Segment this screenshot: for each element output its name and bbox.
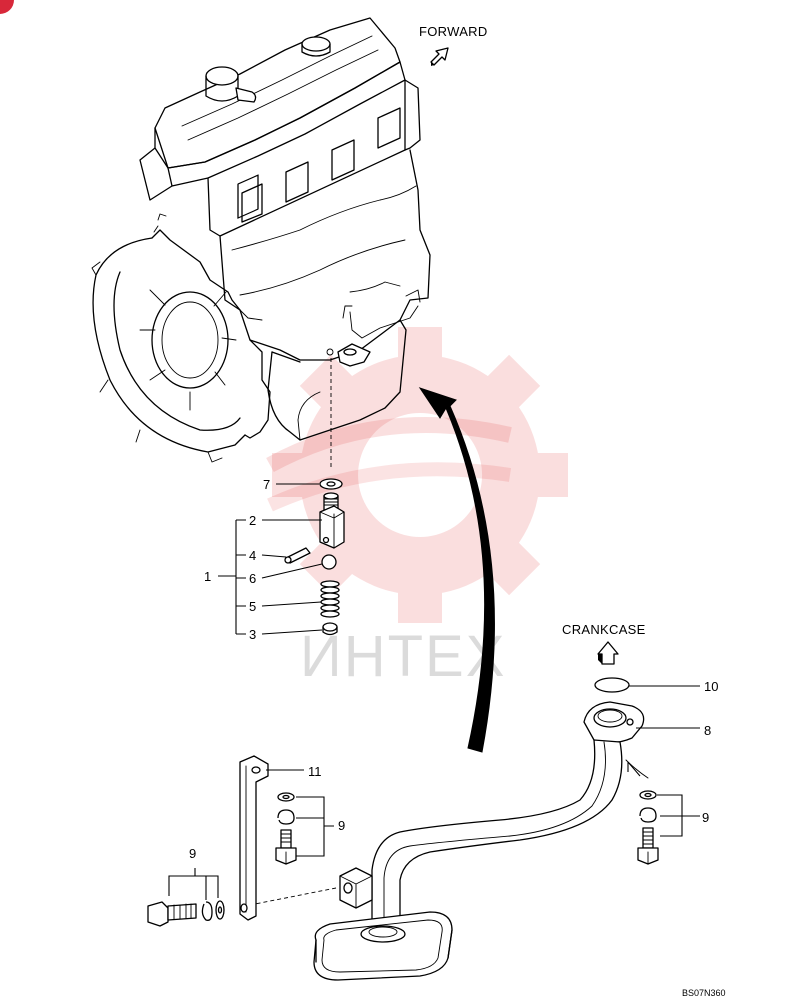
assembly-dash-line-lower <box>249 887 337 906</box>
callout-1: 1 <box>204 569 211 584</box>
crankcase-arrow-icon <box>597 641 619 665</box>
part-11-bracket <box>239 755 269 921</box>
callout-4: 4 <box>249 548 256 563</box>
callout-6: 6 <box>249 571 256 586</box>
engine-block <box>91 17 431 463</box>
right-washer-plain <box>639 790 657 800</box>
part-3-plug <box>322 622 338 636</box>
part-8-oil-strainer <box>313 701 645 981</box>
callout-8: 8 <box>704 723 711 738</box>
forward-label: FORWARD <box>419 24 488 39</box>
left-washer-spring <box>201 901 213 921</box>
part-7-gasket <box>319 478 343 490</box>
corner-mark <box>0 0 14 14</box>
callout-9-mid: 9 <box>338 818 345 833</box>
callout-3: 3 <box>249 627 256 642</box>
forward-arrow-icon <box>430 47 449 66</box>
left-bolt <box>147 901 197 927</box>
part-4-pin <box>284 547 311 564</box>
callout-9-left: 9 <box>189 846 196 861</box>
install-direction-arrow <box>418 387 495 753</box>
callout-11: 11 <box>308 764 322 779</box>
part-2-valve-body <box>319 492 345 549</box>
mid-bolt <box>275 829 297 865</box>
callout-5: 5 <box>249 599 256 614</box>
callout-bracket-1 <box>218 483 323 635</box>
figure-code: BS07N360 <box>682 988 726 998</box>
right-washer-spring <box>639 807 657 823</box>
right-bolt <box>637 827 659 865</box>
left-washer-plain <box>215 900 225 920</box>
callout-10: 10 <box>704 679 718 694</box>
part-10-o-ring <box>594 677 630 693</box>
callout-9-right: 9 <box>702 810 709 825</box>
watermark-gear-logo <box>266 327 568 623</box>
part-5-spring <box>320 580 340 618</box>
callout-2: 2 <box>249 513 256 528</box>
mid-washer-spring <box>277 809 295 825</box>
watermark-text: ИНТЕХ <box>300 624 506 689</box>
callout-7: 7 <box>263 477 270 492</box>
part-6-ball <box>321 554 337 570</box>
crankcase-label: CRANKCASE <box>562 622 646 637</box>
mid-washer-plain <box>277 792 295 802</box>
